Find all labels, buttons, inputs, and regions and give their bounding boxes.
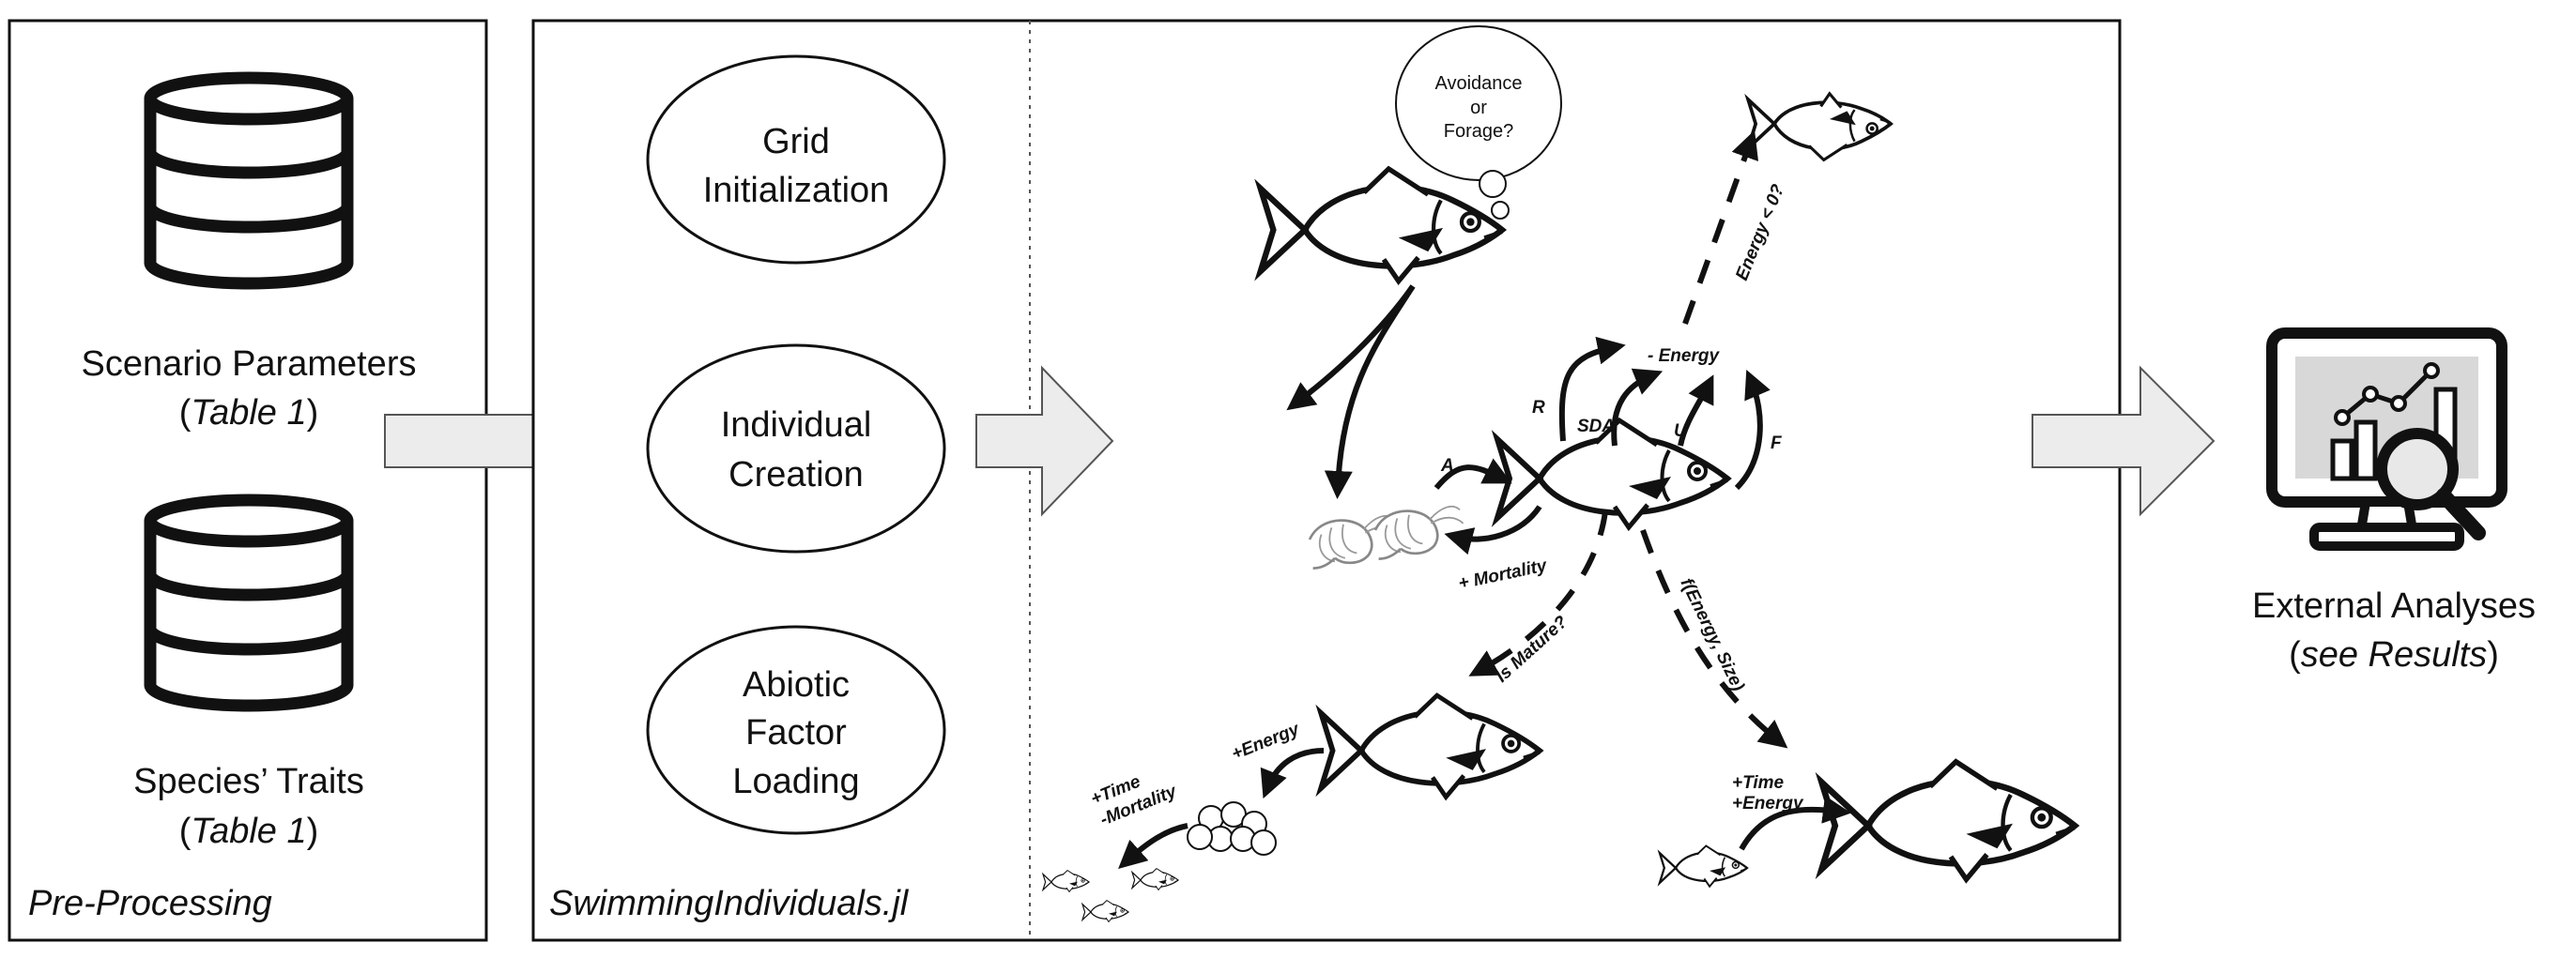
svg-text:F: F bbox=[1771, 433, 1783, 453]
database-icon bbox=[144, 71, 354, 290]
thought-bubble: Avoidance or Forage? bbox=[1395, 25, 1562, 220]
step-abiotic-factor-loading: Abiotic Factor Loading bbox=[646, 625, 946, 835]
svg-text:Loading: Loading bbox=[732, 762, 859, 801]
svg-text:Factor: Factor bbox=[745, 713, 847, 753]
svg-text:R: R bbox=[1532, 398, 1545, 418]
svg-text:Abiotic: Abiotic bbox=[743, 665, 850, 705]
model-panel-label: SwimmingIndividuals.jl bbox=[549, 884, 910, 923]
flow-arrow bbox=[2032, 365, 2216, 517]
svg-text:Individual: Individual bbox=[721, 405, 872, 445]
db2-ref: (Table 1) bbox=[179, 812, 319, 851]
svg-text:U: U bbox=[1674, 421, 1688, 441]
svg-text:Grid: Grid bbox=[762, 122, 830, 161]
db1-ref: (Table 1) bbox=[179, 393, 319, 433]
arrows bbox=[1118, 129, 1851, 870]
preprocessing-panel-label: Pre-Processing bbox=[28, 884, 272, 923]
db1-label: Scenario Parameters bbox=[82, 344, 417, 384]
analytics-monitor-icon bbox=[2266, 327, 2507, 551]
output-label: External Analyses bbox=[2252, 586, 2536, 626]
svg-text:Creation: Creation bbox=[728, 455, 864, 494]
step-grid-initialization: Grid Initialization bbox=[646, 54, 946, 265]
svg-text:Forage?: Forage? bbox=[1444, 121, 1514, 142]
step-individual-creation: Individual Creation bbox=[646, 343, 946, 554]
database-icon bbox=[144, 494, 354, 712]
svg-text:or: or bbox=[1470, 98, 1487, 118]
svg-text:Initialization: Initialization bbox=[703, 171, 890, 210]
svg-text:+Time: +Time bbox=[1732, 773, 1785, 793]
svg-text:- Energy: - Energy bbox=[1648, 346, 1720, 366]
svg-text:SDA: SDA bbox=[1577, 417, 1615, 436]
db2-label: Species’ Traits bbox=[133, 762, 364, 801]
flow-arrow bbox=[975, 365, 1114, 517]
svg-text:+Energy: +Energy bbox=[1732, 794, 1804, 814]
eggs-icon bbox=[1187, 801, 1277, 856]
svg-text:Avoidance: Avoidance bbox=[1434, 73, 1522, 94]
output-ref: (see Results) bbox=[2289, 635, 2499, 675]
svg-text:A: A bbox=[1440, 456, 1454, 476]
